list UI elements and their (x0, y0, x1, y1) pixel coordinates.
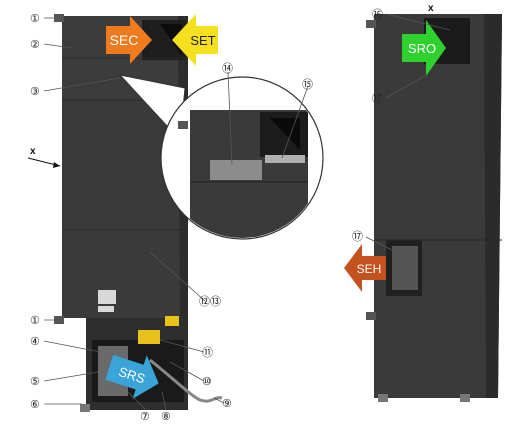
left-warning-label-2 (165, 316, 179, 326)
arrow-srs: SRS (105, 354, 159, 400)
zoom-detail (118, 74, 324, 240)
leader-15 (281, 85, 309, 159)
callout-9: ⑨ (222, 398, 232, 410)
callout-1-bottom: ① (30, 315, 40, 327)
leader-5 (43, 371, 99, 382)
right-side-duct-grille (392, 246, 418, 290)
zoom-filter-right (265, 155, 305, 163)
callout-8: ⑧ (161, 411, 171, 423)
arrow-seh-label: SEH (357, 262, 382, 276)
zoom-bracket (178, 121, 188, 129)
condensate-hose (149, 358, 223, 403)
arrow-set: SET (172, 14, 218, 66)
arrow-sec-label: SEC (110, 32, 139, 48)
right-unit (366, 14, 502, 402)
bracket-top (54, 14, 64, 22)
right-unit-body (374, 14, 502, 398)
callout-1-top: ① (30, 13, 40, 25)
callout-10: ⑩ (202, 376, 212, 388)
x-marker-left-arrowhead (53, 162, 60, 168)
arrow-set-shape (172, 14, 218, 66)
arrow-sec: SEC (106, 16, 152, 64)
leader-12-13 (149, 251, 206, 302)
bracket-bottom (54, 316, 64, 324)
arrow-set-label: SET (190, 33, 215, 48)
leader-3 (43, 77, 121, 92)
callout-17-side: ⑰ (352, 230, 363, 243)
callout-15: ⑮ (302, 78, 313, 91)
callout-5: ⑤ (30, 376, 40, 388)
left-unit-body (62, 100, 188, 318)
left-sticker-1 (98, 290, 116, 304)
callout-numbers: ① ② ③ ① ④ ⑤ ⑥ ⑦ ⑧ ⑨ ⑩ ⑪ ⑫⑬ ⑭ ⑮ ⑯ ⑰ ⑰ (30, 8, 383, 423)
callout-16: ⑯ (372, 8, 383, 21)
right-bracket-top (366, 20, 376, 28)
leader-lines (43, 13, 451, 411)
right-unit-side (484, 14, 502, 398)
callout-12-13: ⑫⑬ (199, 295, 221, 308)
left-sticker-2 (98, 306, 114, 312)
arrow-sec-shape (106, 16, 152, 64)
leader-4 (43, 340, 101, 353)
x-marker-right: x (428, 3, 434, 14)
arrow-seh: SEH (344, 244, 386, 292)
callout-11: ⑪ (202, 346, 213, 359)
leader-16 (385, 13, 451, 31)
foot-left (80, 404, 90, 412)
right-foot-left (378, 394, 388, 402)
callout-17-top: ⑰ (372, 92, 383, 105)
leader-17-top (385, 73, 429, 99)
right-foot-right (460, 394, 470, 402)
x-marker-left-label: x (30, 146, 36, 157)
leader-9 (213, 397, 225, 404)
arrow-sro-shape (402, 20, 446, 76)
leader-2 (43, 43, 73, 49)
leader-10 (169, 361, 205, 382)
leader-11 (159, 339, 205, 353)
leader-14 (227, 71, 233, 166)
zoom-duct-shadow (270, 118, 300, 150)
callout-14: ⑭ (222, 62, 233, 75)
leader-17-side (365, 236, 393, 251)
arrow-sro-label: SRO (408, 41, 436, 56)
leader-8 (161, 391, 167, 411)
callout-7: ⑦ (140, 411, 150, 423)
callout-3: ③ (30, 86, 40, 98)
arrow-srs-shape (105, 354, 159, 400)
x-marker-left: x (27, 146, 61, 168)
left-top-duct-shadow (160, 24, 182, 56)
callout-6: ⑥ (30, 399, 40, 411)
arrow-sro: SRO (402, 20, 446, 76)
zoom-filter-left (210, 160, 262, 180)
callout-2: ② (30, 39, 40, 51)
arrow-seh-shape (344, 244, 386, 292)
callout-4: ④ (30, 336, 40, 348)
right-bracket-bottom (366, 312, 376, 320)
left-warning-label (138, 330, 160, 344)
leader-7 (127, 391, 147, 411)
x-marker-right-label: x (428, 3, 434, 14)
